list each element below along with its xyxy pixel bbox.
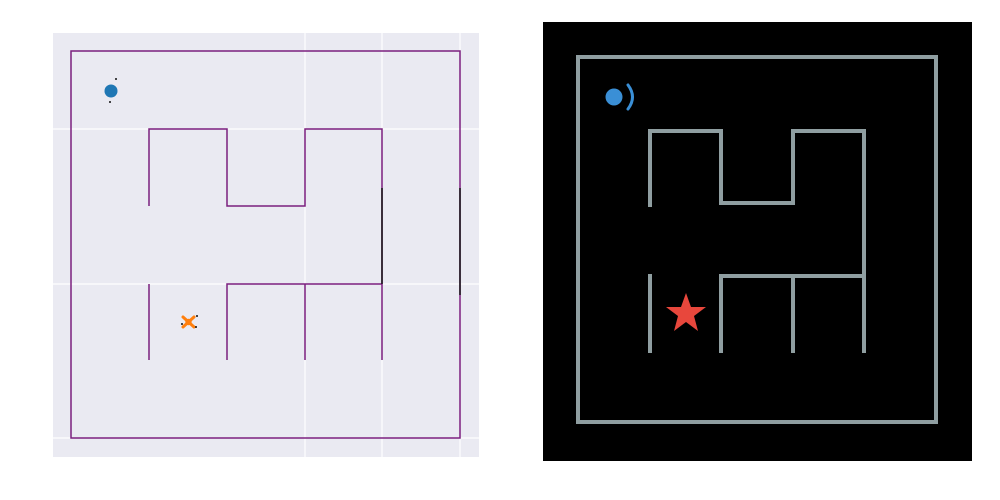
- lower-top-wall: [719, 274, 866, 353]
- outer-wall: [576, 55, 938, 424]
- plot-highlight-walls: [381, 188, 461, 295]
- agent-dot-with-arc-icon: [605, 83, 634, 111]
- game-maze-walls: [576, 55, 938, 424]
- game-background: [543, 22, 972, 461]
- lower-top-wall: [226, 283, 382, 360]
- plot-background: [53, 33, 479, 457]
- star-icon: [666, 293, 706, 331]
- upper-inner-wall: [148, 128, 383, 284]
- agent-dot-icon: [104, 78, 118, 103]
- upper-inner-wall: [648, 129, 866, 353]
- plot-maze-panel: [53, 33, 479, 457]
- game-maze-canvas: [543, 22, 972, 461]
- plot-maze-canvas: [53, 33, 479, 457]
- game-maze-panel: [543, 22, 972, 461]
- goal-cross-icon: [181, 315, 198, 329]
